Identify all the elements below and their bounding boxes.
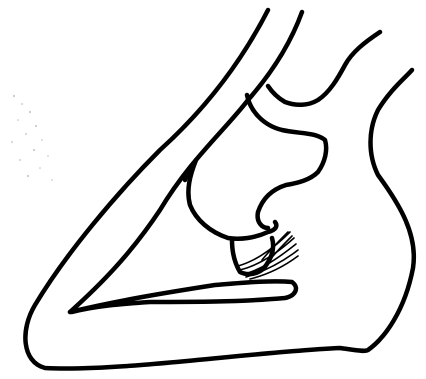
short-pastern-bone (247, 95, 326, 228)
scan-specks (11, 95, 53, 181)
pastern-rear-line (268, 32, 380, 105)
coffin-bone-sole (70, 281, 296, 312)
outer-hoof-wall (25, 10, 413, 369)
